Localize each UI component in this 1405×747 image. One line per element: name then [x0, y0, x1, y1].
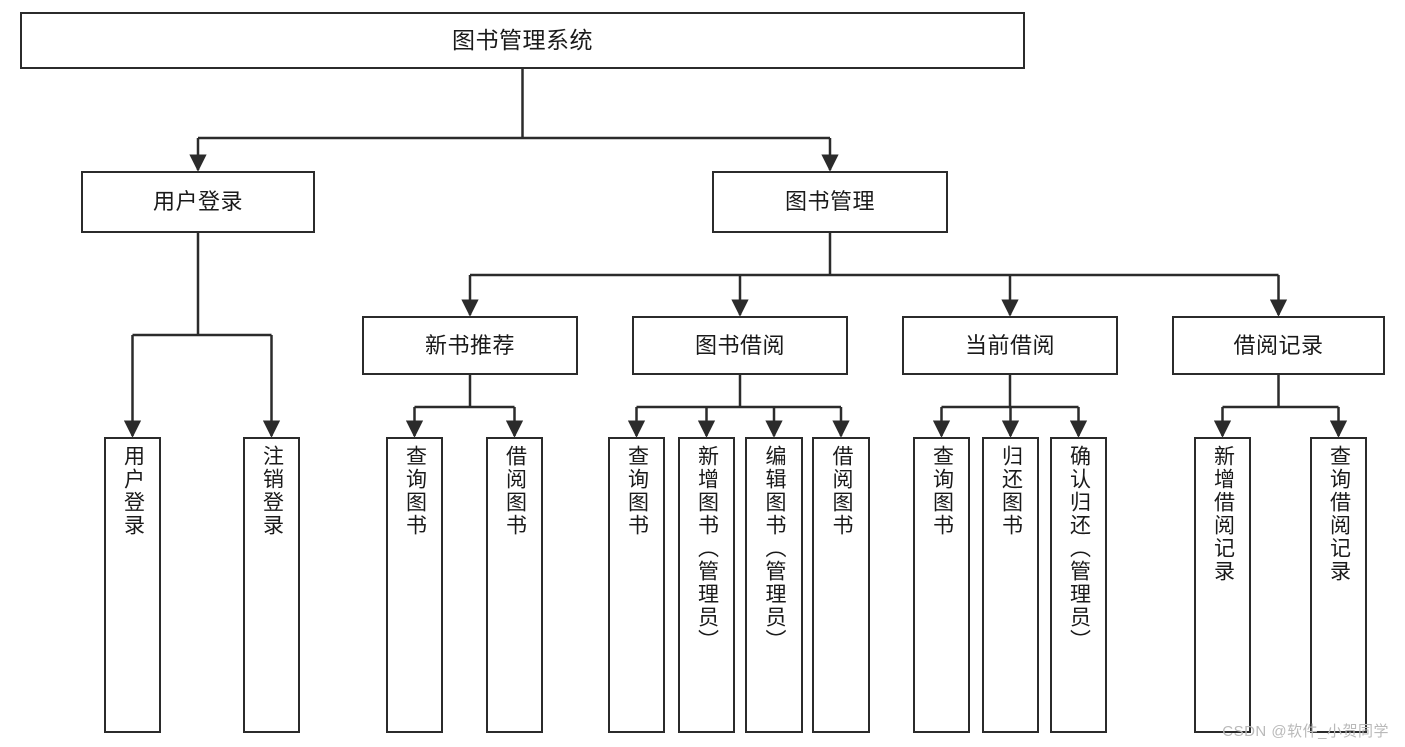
- node-book-management-label: 图书管理: [784, 189, 875, 215]
- leaf-logout[interactable]: 注销登录: [243, 437, 300, 733]
- leaf-logout-label: 注销登录: [260, 445, 284, 537]
- node-root[interactable]: 图书管理系统: [20, 12, 1025, 69]
- node-book-borrow-label: 图书借阅: [694, 332, 785, 358]
- leaf-query-book-borrow-label: 查询图书: [625, 445, 649, 537]
- leaf-query-book-recommend[interactable]: 查询图书: [386, 437, 443, 733]
- leaf-return-book[interactable]: 归还图书: [982, 437, 1039, 733]
- csdn-watermark: CSDN @软件_小贺同学: [1222, 723, 1389, 740]
- leaf-query-book-current-label: 查询图书: [930, 445, 954, 537]
- leaf-user-login[interactable]: 用户登录: [104, 437, 161, 733]
- node-current-borrow-label: 当前借阅: [964, 332, 1055, 358]
- node-book-management[interactable]: 图书管理: [712, 171, 948, 233]
- leaf-borrow-book[interactable]: 借阅图书: [812, 437, 870, 733]
- leaf-query-book-borrow[interactable]: 查询图书: [608, 437, 665, 733]
- node-root-label: 图书管理系统: [452, 26, 593, 53]
- node-book-borrow[interactable]: 图书借阅: [632, 316, 848, 375]
- node-borrow-record-label: 借阅记录: [1233, 332, 1324, 358]
- leaf-return-book-label: 归还图书: [999, 445, 1023, 537]
- leaf-user-login-label: 用户登录: [121, 445, 145, 537]
- leaf-query-book-current[interactable]: 查询图书: [913, 437, 970, 733]
- leaf-add-book-admin-label: 新增图书（管理员）: [695, 445, 719, 652]
- leaf-borrow-book-label: 借阅图书: [830, 445, 854, 537]
- leaf-edit-book-admin-label: 编辑图书（管理员）: [763, 445, 787, 652]
- node-borrow-record[interactable]: 借阅记录: [1172, 316, 1385, 375]
- node-new-book-recommend-label: 新书推荐: [424, 332, 515, 358]
- leaf-borrow-book-recommend-label: 借阅图书: [503, 445, 527, 537]
- node-user-login[interactable]: 用户登录: [81, 171, 315, 233]
- node-new-book-recommend[interactable]: 新书推荐: [362, 316, 578, 375]
- leaf-confirm-return-admin[interactable]: 确认归还（管理员）: [1050, 437, 1107, 733]
- leaf-confirm-return-admin-label: 确认归还（管理员）: [1067, 445, 1091, 652]
- leaf-add-borrow-record[interactable]: 新增借阅记录: [1194, 437, 1251, 733]
- node-current-borrow[interactable]: 当前借阅: [902, 316, 1118, 375]
- leaf-query-book-recommend-label: 查询图书: [403, 445, 427, 537]
- leaf-query-borrow-record[interactable]: 查询借阅记录: [1310, 437, 1367, 733]
- leaf-borrow-book-recommend[interactable]: 借阅图书: [486, 437, 543, 733]
- leaf-add-book-admin[interactable]: 新增图书（管理员）: [678, 437, 735, 733]
- leaf-query-borrow-record-label: 查询借阅记录: [1327, 445, 1351, 583]
- leaf-add-borrow-record-label: 新增借阅记录: [1211, 445, 1235, 583]
- leaf-edit-book-admin[interactable]: 编辑图书（管理员）: [745, 437, 803, 733]
- node-user-login-label: 用户登录: [152, 189, 243, 215]
